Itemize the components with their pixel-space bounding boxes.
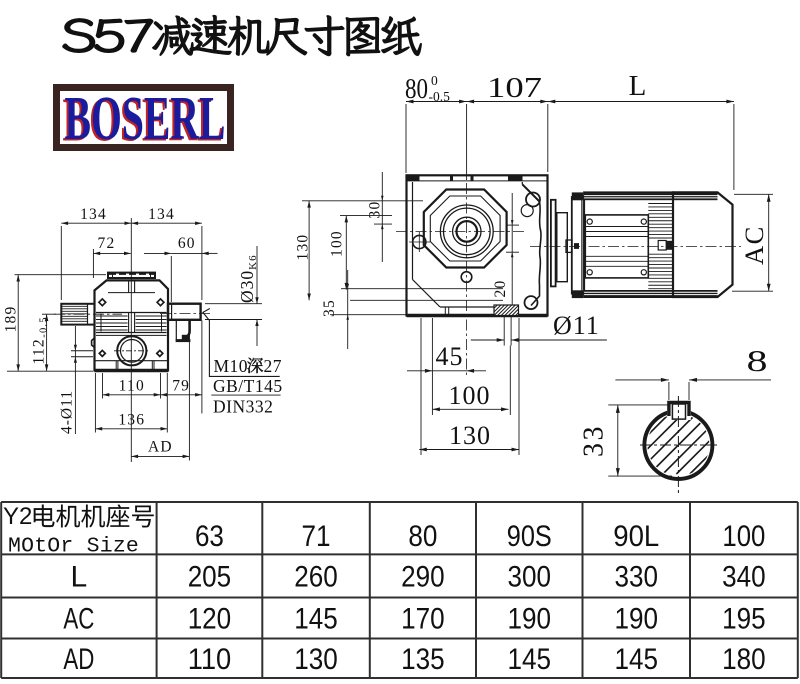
svg-text:4-Ø11: 4-Ø11 [59, 390, 76, 434]
svg-text:260: 260 [294, 561, 338, 594]
svg-text:189: 189 [3, 306, 20, 333]
svg-text:340: 340 [722, 561, 766, 594]
svg-text:AD: AD [148, 439, 173, 456]
svg-text:170: 170 [401, 603, 445, 636]
svg-text:71: 71 [302, 520, 331, 553]
svg-text:190: 190 [615, 603, 659, 636]
svg-text:110: 110 [119, 378, 145, 395]
svg-text:DIN332: DIN332 [213, 396, 273, 416]
svg-text:BOSERL: BOSERL [63, 87, 224, 155]
svg-text:107: 107 [487, 73, 542, 104]
svg-text:8: 8 [747, 343, 768, 378]
svg-text:100: 100 [329, 230, 346, 257]
svg-text:AD: AD [63, 643, 94, 676]
svg-text:135: 135 [401, 643, 445, 676]
svg-text:63: 63 [195, 520, 224, 553]
svg-text:130: 130 [295, 234, 312, 261]
svg-text:300: 300 [508, 561, 552, 594]
svg-text:100: 100 [449, 381, 491, 410]
svg-text:180: 180 [722, 643, 766, 676]
svg-text:134: 134 [80, 206, 107, 223]
svg-text:-0.5: -0.5 [429, 89, 451, 104]
svg-text:205: 205 [188, 561, 232, 594]
svg-text:190: 190 [508, 603, 552, 636]
svg-text:110: 110 [188, 643, 232, 676]
svg-text:35: 35 [321, 299, 338, 317]
svg-text:290: 290 [401, 561, 445, 594]
svg-text:AC: AC [739, 225, 769, 265]
svg-text:45: 45 [436, 342, 464, 371]
svg-text:L: L [71, 561, 88, 594]
svg-text:79: 79 [172, 378, 190, 395]
svg-text:60: 60 [178, 235, 196, 252]
svg-text:30: 30 [367, 201, 384, 219]
svg-text:72: 72 [98, 235, 116, 252]
svg-text:Ø11: Ø11 [553, 311, 600, 340]
svg-text:27: 27 [264, 356, 283, 376]
svg-text:80: 80 [405, 74, 428, 105]
svg-text:134: 134 [148, 206, 175, 223]
svg-text:33: 33 [579, 424, 610, 457]
svg-text:136: 136 [118, 411, 145, 428]
svg-text:120: 120 [188, 603, 232, 636]
svg-text:L: L [629, 70, 647, 102]
svg-text:AC: AC [63, 603, 94, 636]
svg-text:MOtOr Size: MOtOr Size [8, 535, 139, 559]
svg-text:145: 145 [294, 603, 338, 636]
svg-text:80: 80 [408, 520, 437, 553]
svg-text:145: 145 [615, 643, 659, 676]
svg-text:195: 195 [722, 603, 766, 636]
svg-text:90L: 90L [613, 520, 659, 553]
svg-text:145: 145 [508, 643, 552, 676]
svg-text:100: 100 [722, 520, 765, 553]
svg-text:130: 130 [449, 421, 491, 450]
svg-text:Y2: Y2 [3, 503, 32, 530]
svg-text:BOSERL: BOSERL [65, 85, 226, 153]
svg-text:0: 0 [431, 73, 438, 88]
svg-text:M10: M10 [214, 356, 249, 376]
svg-text:330: 330 [615, 561, 659, 594]
svg-text:130: 130 [294, 643, 338, 676]
svg-text:90S: 90S [507, 520, 552, 553]
svg-text:GB/T145: GB/T145 [213, 376, 283, 396]
